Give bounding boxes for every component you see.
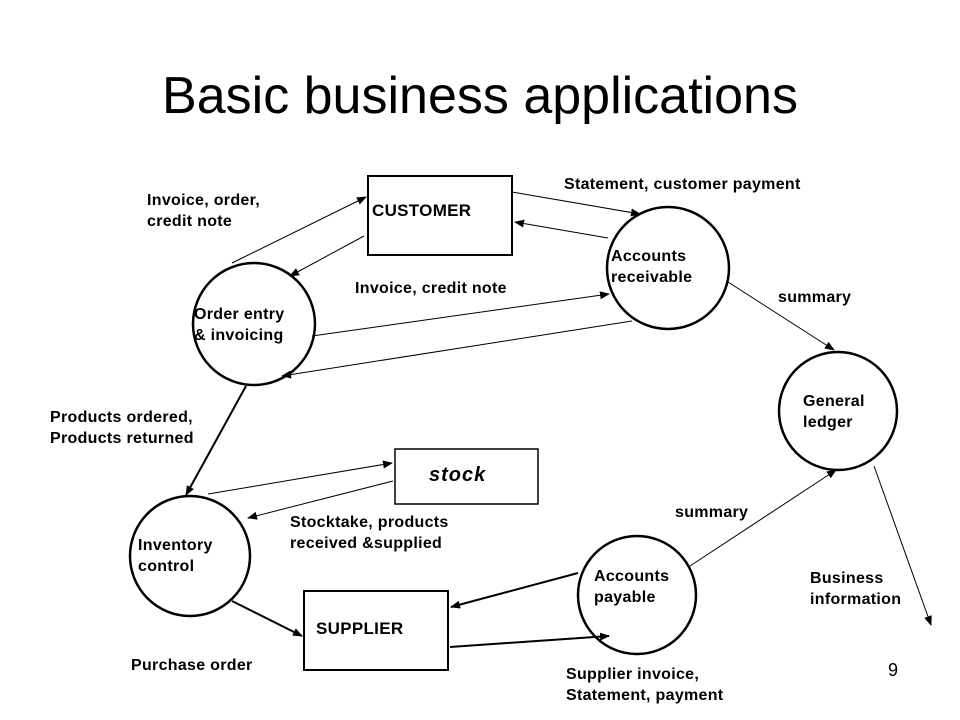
arrow-order-to-inventory — [185, 385, 247, 496]
supplier-label: SUPPLIER — [316, 619, 404, 638]
stock-label: stock — [429, 464, 487, 486]
flow-label-supplier-invoice: Supplier invoice,Statement, payment — [566, 666, 724, 704]
arrow-ar-to-ledger — [727, 281, 835, 351]
customer-box — [367, 175, 513, 256]
flow-label-invoice-order-credit-note: Invoice, order,credit note — [147, 192, 260, 230]
flow-label-statement-customer-payment: Statement, customer payment — [564, 176, 801, 193]
flow-label-summary-ap: summary — [675, 504, 749, 521]
arrow-customer-to-order — [289, 235, 365, 277]
stock-box — [394, 448, 539, 505]
arrow-supplier-to-ap — [449, 632, 610, 648]
arrow-inventory-to-stock — [207, 460, 393, 495]
arrow-ar-to-order — [281, 320, 633, 379]
arrow-ap-to-supplier — [450, 572, 579, 609]
supplier-box — [303, 590, 449, 671]
arrow-inventory-to-supplier — [231, 600, 303, 637]
arrow-ap-to-ledger — [689, 469, 837, 567]
arrow-ledger-to-business-info — [873, 465, 932, 626]
customer-label: CUSTOMER — [372, 201, 472, 220]
arrow-stock-to-inventory — [247, 480, 394, 520]
flow-label-products-ordered-returned: Products ordered,Products returned — [50, 409, 194, 447]
arrow-order-to-customer — [231, 196, 367, 264]
arrow-ar-to-customer — [514, 219, 609, 239]
accounts-receivable-circle — [605, 205, 731, 331]
order-entry-label: Order entry& invoicing — [194, 306, 285, 344]
page-title: Basic business applications — [162, 67, 798, 125]
order-entry-circle — [191, 261, 317, 387]
flow-label-invoice-credit-note: Invoice, credit note — [355, 280, 507, 297]
flow-label-summary-ar: summary — [778, 289, 852, 306]
arrow-order-to-ar — [311, 291, 610, 337]
accounts-payable-circle — [576, 534, 698, 656]
arrow-customer-to-ar — [511, 191, 641, 217]
flow-label-purchase-order: Purchase order — [131, 657, 253, 674]
inventory-control-circle — [128, 494, 252, 618]
page-number: 9 — [888, 660, 899, 680]
general-ledger-circle — [777, 350, 899, 472]
